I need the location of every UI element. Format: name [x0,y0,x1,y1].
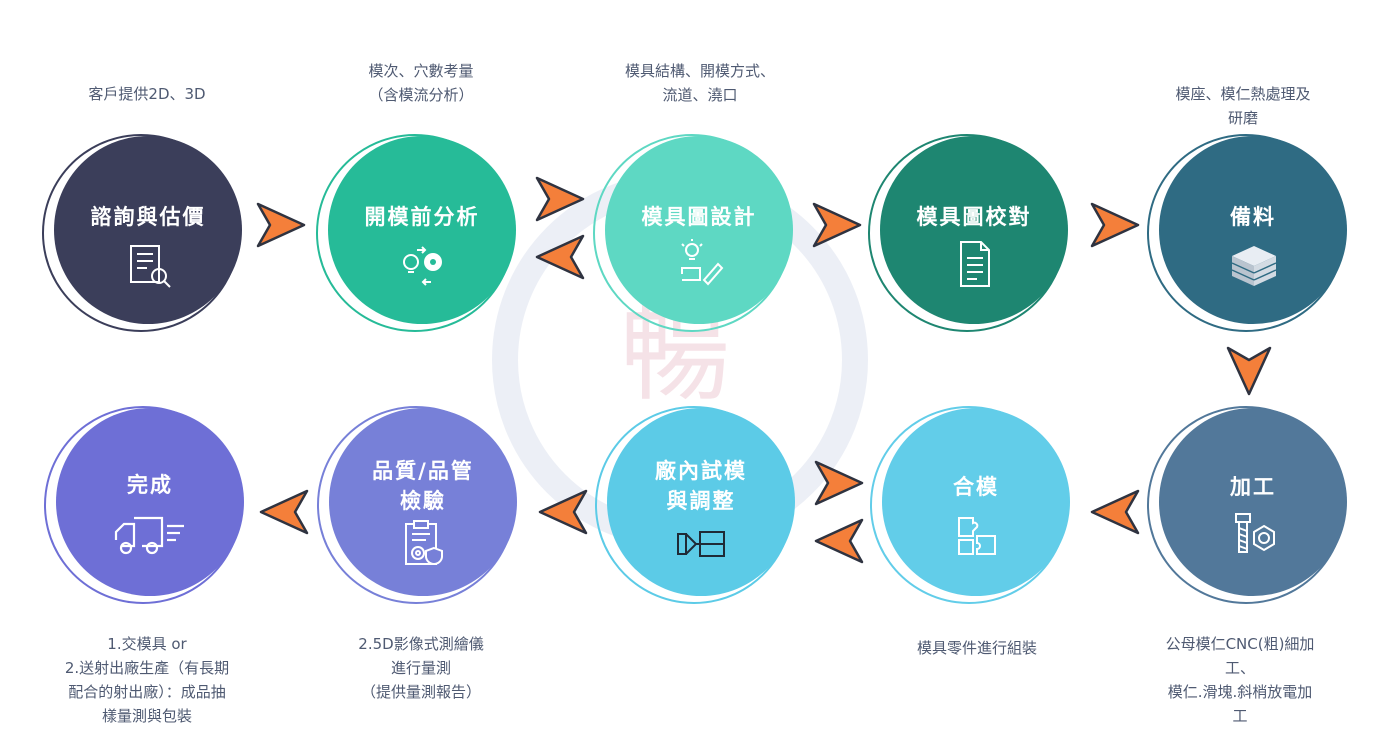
step-label: 廠內試模 與調整 [655,459,747,513]
arrow-right-2-3 [535,176,585,222]
step-disc [607,408,795,596]
caption-step10: 1.交模具 or 2.送射出廠生產（有長期 配合的射出廠）：成品抽 樣量測與包裝 [64,635,230,725]
arrow-right-4-5 [1090,202,1140,248]
checklist-search-icon [130,245,171,288]
step-label: 加工 [1230,475,1276,499]
step-trial-molding: 廠內試模 與調整 [573,384,815,626]
step-disc [56,408,244,596]
caption-step6: 公母模仁CNC(粗)細加工、 模仁.滑塊.斜梢放電加工 [1165,635,1315,725]
step-disc [1159,136,1347,324]
arrow-right-3-4 [812,202,862,248]
caption-step7: 模具零件進行組裝 [916,639,1038,657]
step-materials: 備料 [1125,112,1367,354]
step-disc [880,136,1068,324]
step-machining: 加工 [1125,384,1367,626]
arrow-left-7-8 [814,518,864,564]
step-disc [328,136,516,324]
puzzle-icon [958,517,996,555]
step-label: 備料 [1230,205,1276,229]
arrow-right-1-2 [256,202,306,248]
step-assembly: 合模 [848,384,1090,626]
step-pre-analysis: 開模前分析 [294,112,536,354]
caption-step3: 模具結構、開模方式、 流道、澆口 [624,62,776,104]
mold-injection-icon [677,531,725,557]
caption-step5: 模座、模仁熱處理及研磨 [1175,85,1311,127]
arrow-left-3-2 [535,234,585,280]
step-disc [1159,408,1347,596]
caption-step1: 客戶提供2D、3D [88,85,206,103]
step-label: 模具圖校對 [916,205,1032,229]
step-disc [54,136,242,324]
arrow-left-8-9 [538,489,588,535]
step-consultation: 諮詢與估價 [20,112,262,354]
caption-step2: 模次、穴數考量 （含模流分析） [368,62,474,104]
step-label: 品質/品管 檢驗 [372,459,474,513]
step-label: 完成 [127,473,173,497]
delivery-truck-icon [114,516,184,555]
document-icon [960,241,990,287]
caption-step9: 2.5D影像式測繪儀 進行量測 （提供量測報告） [358,635,484,701]
arrow-left-6-7 [1090,489,1140,535]
arrow-down-5-6 [1226,346,1272,396]
step-completion: 完成 [22,384,264,626]
step-drawing-check: 模具圖校對 [846,112,1088,354]
step-quality-inspection: 品質/品管 檢驗 [295,384,537,626]
material-stack-icon [1231,246,1277,286]
step-disc [605,136,793,324]
arrow-right-7-8 [814,460,864,506]
arrow-left-9-10 [259,489,309,535]
lightbulb-pencil-icon [681,239,724,286]
idea-gear-icon [403,246,442,286]
step-label: 諮詢與估價 [90,205,206,229]
bolt-nut-icon [1235,513,1275,553]
step-disc [882,408,1070,596]
step-label: 模具圖設計 [641,205,757,229]
step-label: 合模 [953,475,999,499]
step-label: 開模前分析 [364,205,480,229]
step-mold-design: 模具圖設計 [571,112,813,354]
clipboard-gear-shield-icon [405,520,443,566]
